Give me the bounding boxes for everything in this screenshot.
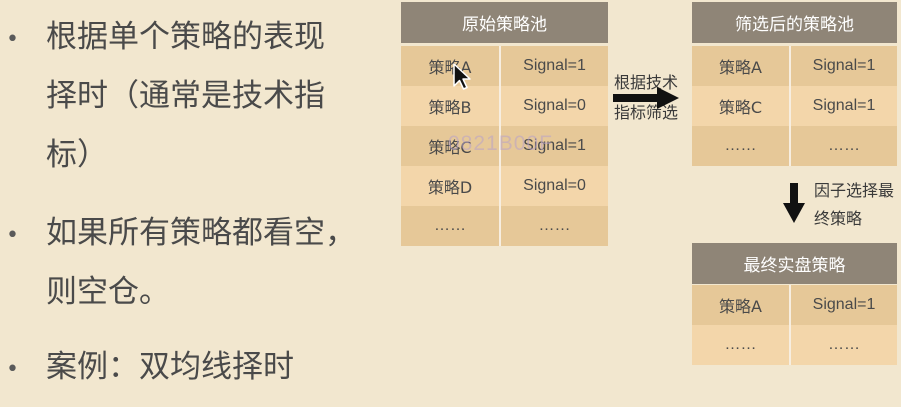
filter-label-line-2: 指标筛选 (614, 103, 679, 122)
ellipsis-cell: …… (828, 137, 860, 154)
bullet-dot: • (6, 27, 19, 52)
table-row: 策略A Signal=1 (692, 285, 897, 325)
bullet-2-line-1: 如果所有策略都看空， (46, 215, 356, 251)
final-pool-table: 最终实盘策略 策略A Signal=1 …… …… (692, 243, 897, 366)
mouse-cursor-icon (453, 63, 471, 90)
factor-label-line-1: 因子选择最 (814, 181, 895, 200)
ellipsis-cell: …… (692, 126, 791, 166)
table-row: 策略D Signal=0 (401, 166, 608, 206)
strategy-name: 策略B (401, 86, 501, 126)
ellipsis-cell: …… (828, 336, 860, 353)
original-pool-table: 原始策略池 策略A Signal=1 策略B Signal=0 策略C Sign… (401, 2, 608, 246)
bullet-1-line-3: 标） (46, 137, 108, 173)
strategy-name: 策略A (401, 46, 501, 86)
signal-value: Signal=1 (523, 137, 586, 154)
ellipsis-cell: …… (692, 325, 791, 365)
table-row: 策略A Signal=1 (401, 46, 608, 86)
table-row: 策略B Signal=0 (401, 86, 608, 126)
bullet-1-line-2: 择时（通常是技术指 (46, 78, 325, 114)
signal-value: Signal=1 (523, 57, 586, 74)
factor-label-line-2: 终策略 (814, 209, 863, 228)
arrow-right-icon (613, 87, 679, 109)
table-row: …… …… (401, 206, 608, 246)
filtered-pool-title: 筛选后的策略池 (692, 2, 897, 43)
bullet-dot: • (6, 223, 19, 248)
filter-label-line-1: 根据技术 (614, 73, 679, 92)
strategy-name: 策略A (692, 46, 791, 86)
bullet-dot: • (6, 357, 19, 382)
ellipsis-cell: …… (401, 206, 501, 246)
strategy-name: 策略C (692, 86, 791, 126)
bullet-3-line-1: 案例：双均线择时 (46, 349, 294, 385)
table-row: …… …… (692, 126, 897, 166)
table-row: 策略C Signal=1 (692, 86, 897, 126)
factor-label: 因子选择最 终策略 (814, 180, 894, 230)
signal-value: Signal=1 (812, 296, 876, 313)
arrow-down-icon (783, 183, 805, 223)
signal-value: Signal=0 (523, 177, 586, 194)
signal-value: Signal=1 (812, 97, 876, 114)
strategy-name: 策略C (401, 126, 501, 166)
table-row: 策略A Signal=1 (692, 46, 897, 86)
table-row: …… …… (692, 325, 897, 365)
bullet-1-line-1: 根据单个策略的表现 (46, 19, 325, 55)
strategy-name: 策略D (401, 166, 501, 206)
watermark: 0821B00F (448, 132, 553, 155)
bullet-2-line-2: 则空仓。 (46, 274, 170, 310)
strategy-name: 策略A (692, 285, 791, 325)
original-pool-title: 原始策略池 (401, 2, 608, 43)
filtered-pool-table: 筛选后的策略池 策略A Signal=1 策略C Signal=1 …… …… (692, 2, 897, 166)
signal-value: Signal=1 (812, 57, 876, 74)
final-pool-title: 最终实盘策略 (692, 243, 897, 284)
filter-label: 根据技术 指标筛选 (614, 72, 678, 124)
signal-value: Signal=0 (523, 97, 586, 114)
ellipsis-cell: …… (538, 217, 571, 234)
table-row: 策略C Signal=1 (401, 126, 608, 166)
